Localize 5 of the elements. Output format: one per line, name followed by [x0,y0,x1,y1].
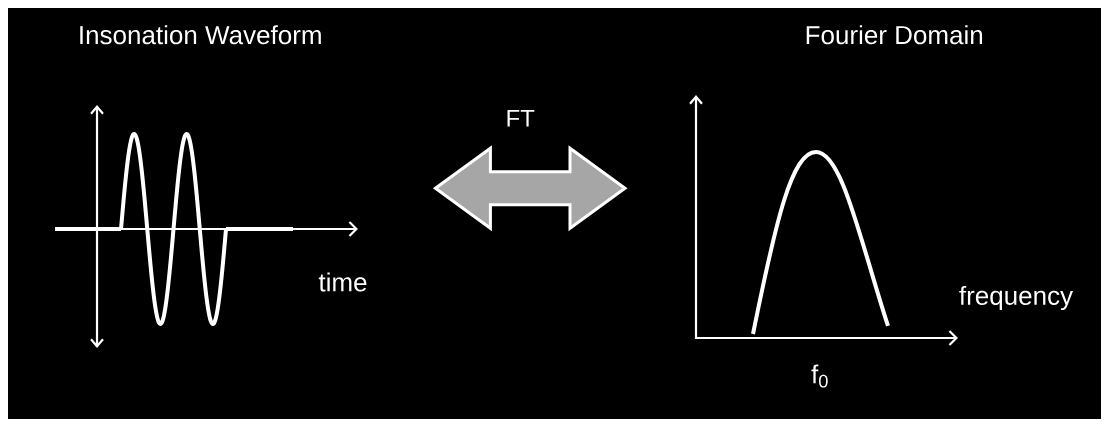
panel-title: Fourier Domain [806,25,983,45]
edge-label: FT [507,109,535,127]
panel-title: Insonation Waveform [80,25,321,45]
axis-label: time [318,272,367,292]
axis-label: frequency [959,285,1074,311]
